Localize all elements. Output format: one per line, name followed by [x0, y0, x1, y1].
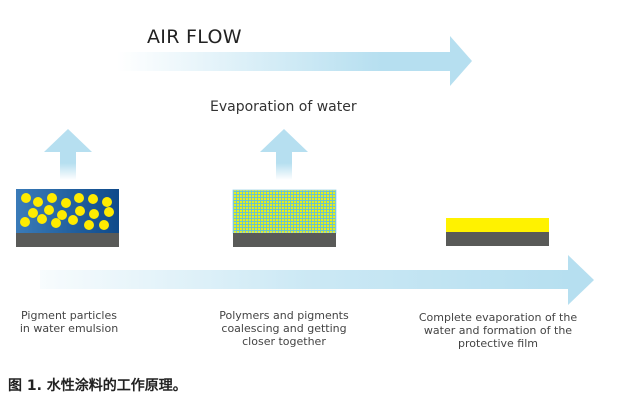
pigment-particle [88, 194, 98, 204]
caption-line: in water emulsion [19, 322, 119, 335]
caption-line: water and formation of the [423, 324, 573, 337]
pigment-particle [47, 193, 57, 203]
pigment-particle [84, 220, 94, 230]
caption-line: Pigment particles [21, 309, 117, 322]
pigment-particle [21, 193, 31, 203]
process-arrow [40, 255, 594, 305]
caption-line: Complete evaporation of the [418, 311, 578, 324]
stage-2-caption: Polymers and pigments coalescing and get… [200, 309, 368, 348]
pigment-particle [44, 205, 54, 215]
pigment-particle [57, 210, 67, 220]
caption-line: Polymers and pigments [219, 309, 349, 322]
pigment-particle [104, 207, 114, 217]
air-flow-label: AIR FLOW [147, 26, 242, 48]
stage-3-film [446, 218, 549, 246]
pigment-particle [75, 206, 85, 216]
stage-2-coalescing [232, 189, 337, 247]
pigment-particle [89, 209, 99, 219]
caption-line: protective film [458, 337, 538, 350]
pigment-particle [28, 208, 38, 218]
air-flow-arrow [117, 36, 472, 86]
pigment-particle [61, 198, 71, 208]
pigment-particle [20, 217, 30, 227]
protective-film [446, 218, 549, 232]
stage-1-caption: Pigment particles in water emulsion [5, 309, 133, 335]
pigment-particle [51, 218, 61, 228]
stage-3-caption: Complete evaporation of the water and fo… [412, 311, 584, 350]
pigment-particle [68, 215, 78, 225]
coalescing-layer [232, 189, 337, 234]
evaporation-arrow-1 [44, 129, 92, 180]
pigment-particle [37, 214, 47, 224]
substrate [233, 233, 336, 247]
evaporation-label: Evaporation of water [210, 99, 357, 115]
evaporation-arrow-2 [260, 129, 308, 180]
caption-line: coalescing and getting [221, 322, 347, 335]
caption-line: closer together [242, 335, 326, 348]
pigment-particle [33, 197, 43, 207]
substrate [16, 233, 119, 247]
pigment-particle [102, 197, 112, 207]
pigment-particles [20, 193, 114, 230]
figure-caption: 图 1. 水性涂料的工作原理。 [8, 378, 187, 394]
pigment-particle [74, 193, 84, 203]
stage-1-emulsion [16, 189, 119, 247]
substrate [446, 232, 549, 246]
pigment-particle [99, 220, 109, 230]
